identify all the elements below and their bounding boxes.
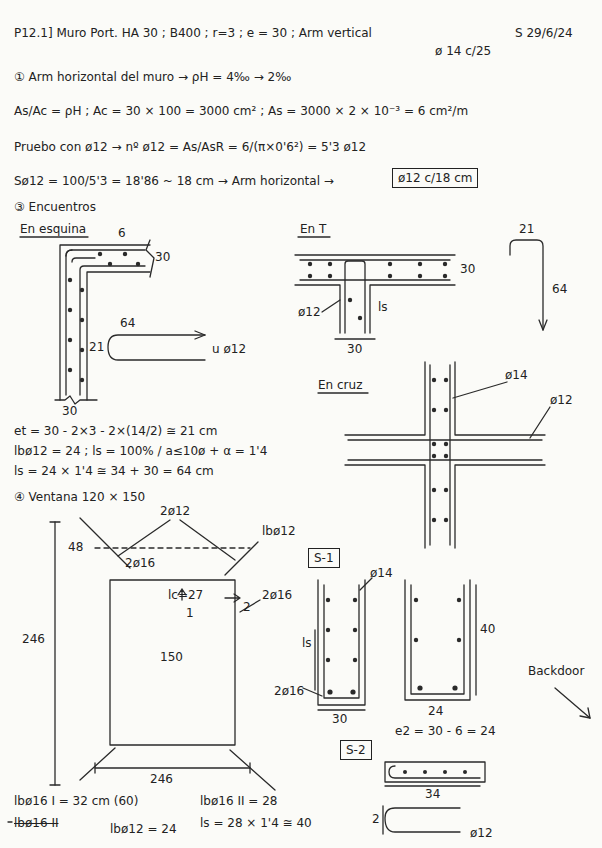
- annotation: 30: [347, 342, 362, 356]
- annotation: e2 = 30 - 6 = 24: [395, 724, 496, 738]
- annotation: ④ Ventana 120 × 150: [14, 490, 145, 504]
- annotation: 24: [428, 704, 443, 718]
- annotation: ls = 24 × 1'4 ≅ 34 + 30 = 64 cm: [14, 464, 214, 478]
- annotation: En T: [300, 222, 326, 236]
- annotation: 246: [150, 772, 173, 786]
- annotation: En cruz: [318, 378, 362, 392]
- annotation: ls: [302, 636, 312, 650]
- annotation: ① Arm horizontal del muro → ρH = 4‰ → 2‰: [14, 70, 291, 84]
- annotation: lbø16 I = 32 cm (60): [14, 794, 138, 808]
- annotation: Backdoor: [528, 664, 584, 678]
- annotation: 2ø12: [160, 504, 190, 518]
- annotation: u ø12: [212, 342, 246, 356]
- annotation: ls: [378, 300, 388, 314]
- annotation: 6: [118, 226, 126, 240]
- annotation: lbø16 II = 28: [200, 794, 277, 808]
- annotation: 34: [425, 787, 440, 801]
- annotation: lbø12 = 24: [110, 822, 177, 836]
- annotation: As/Ac = ρH ; Ac = 30 × 100 = 3000 cm² ; …: [14, 104, 468, 118]
- annotation: 30: [155, 250, 170, 264]
- annotation: 2ø16: [274, 684, 304, 698]
- annotation: 2ø16: [125, 556, 155, 570]
- annotation: P12.1] Muro Port. HA 30 ; B400 ; r=3 ; e…: [14, 26, 372, 40]
- annotation: 48: [68, 540, 83, 554]
- annotation: ③ Encuentros: [14, 200, 96, 214]
- annotation: 2: [243, 600, 251, 614]
- annotation: et = 30 - 2×3 - 2×(14/2) ≅ 21 cm: [14, 424, 217, 438]
- annotation: En esquina: [20, 222, 86, 236]
- annotation: ø12: [470, 826, 493, 840]
- annotation: ø12: [550, 393, 573, 407]
- section-tag: S-1: [308, 548, 340, 568]
- annotation: Pruebo con ø12 → nº ø12 = As/AsR = 6/(π×…: [14, 140, 366, 154]
- annotation: ls = 28 × 1'4 ≅ 40: [200, 816, 312, 830]
- box-text: S-1: [314, 551, 334, 565]
- annotation: lbø12: [262, 524, 296, 538]
- annotation: 246: [22, 632, 45, 646]
- annotation: lbø16 II: [14, 816, 58, 830]
- annotation: 2: [372, 812, 380, 826]
- annotation: 30: [460, 262, 475, 276]
- annotation: 21: [519, 222, 534, 236]
- section-tag: S-2: [340, 740, 372, 760]
- box-text: S-2: [346, 743, 366, 757]
- annotation: lbø12 = 24 ; ls = 100% / a≤10ø + α = 1'4: [14, 444, 267, 458]
- annotation: ø14: [505, 368, 528, 382]
- annotation: Sø12 = 100/5'3 = 18'86 ~ 18 cm → Arm hor…: [14, 174, 334, 188]
- annotation: 40: [480, 622, 495, 636]
- annotation: 2ø16: [262, 588, 292, 602]
- annotation: 1: [186, 606, 194, 620]
- result-box: ø12 c/18 cm: [392, 168, 478, 188]
- annotation: 64: [552, 282, 567, 296]
- annotation: 30: [62, 404, 77, 418]
- box-text: ø12 c/18 cm: [398, 171, 472, 185]
- annotation: S 29/6/24: [515, 26, 573, 40]
- annotation: ø 14 c/25: [435, 44, 491, 58]
- annotation: ø12: [298, 305, 321, 319]
- annotation: lc=27: [168, 588, 203, 602]
- annotation: 21: [89, 340, 104, 354]
- annotation: ø14: [370, 566, 393, 580]
- annotation: 150: [160, 650, 183, 664]
- annotation: 64: [120, 316, 135, 330]
- annotation: 30: [332, 712, 347, 726]
